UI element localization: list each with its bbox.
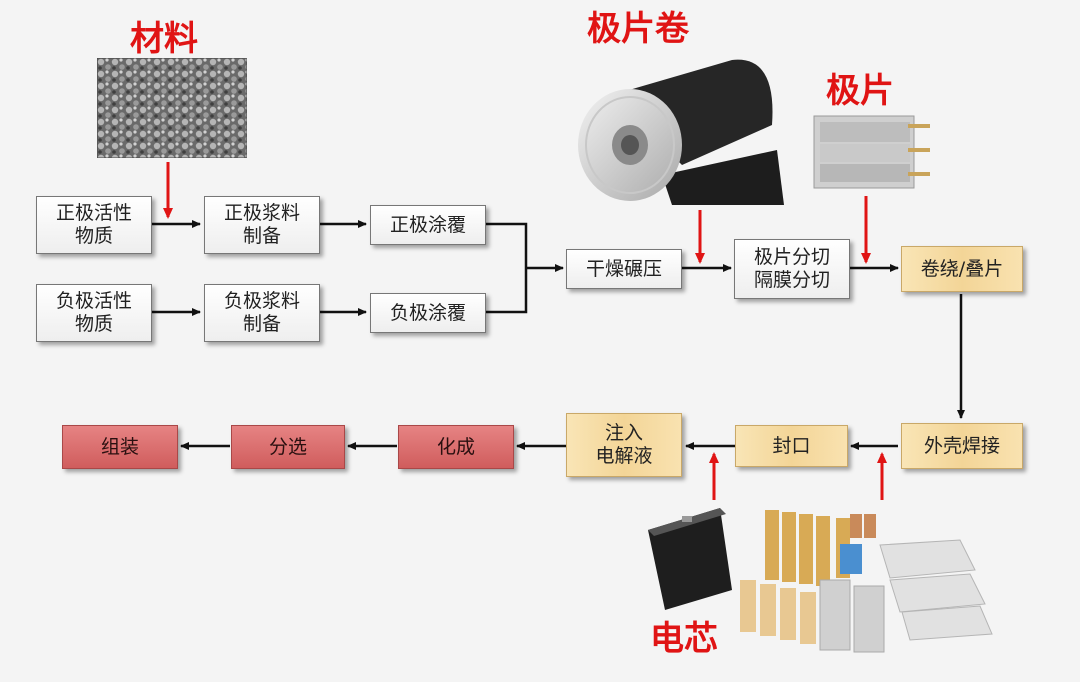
electrode-roll-image	[578, 59, 784, 205]
material-powder-image	[97, 58, 247, 158]
battery-cells-image	[648, 508, 993, 653]
step-negative-active-material: 负极活性 物质	[36, 284, 152, 342]
step-assembly: 组装	[62, 425, 178, 469]
step-electrolyte-injection: 注入 电解液	[566, 413, 682, 477]
step-sorting: 分选	[231, 425, 345, 469]
step-negative-coating: 负极涂覆	[370, 293, 486, 333]
step-negative-slurry: 负极浆料 制备	[204, 284, 320, 342]
step-positive-slurry: 正极浆料 制备	[204, 196, 320, 254]
step-formation: 化成	[398, 425, 514, 469]
label-cell: 电芯	[650, 619, 718, 659]
step-positive-active-material: 正极活性 物质	[36, 196, 152, 254]
step-positive-coating: 正极涂覆	[370, 205, 486, 245]
step-sealing: 封口	[735, 425, 848, 467]
label-material: 材料	[130, 19, 198, 59]
step-winding-stacking: 卷绕/叠片	[901, 246, 1023, 292]
label-electrode-roll: 极片卷	[587, 9, 689, 49]
step-slitting: 极片分切 隔膜分切	[734, 239, 850, 299]
label-electrode: 极片	[826, 71, 894, 111]
step-case-welding: 外壳焊接	[901, 423, 1023, 469]
electrode-sheet-image	[813, 115, 930, 189]
step-drying-rolling: 干燥碾压	[566, 249, 682, 289]
